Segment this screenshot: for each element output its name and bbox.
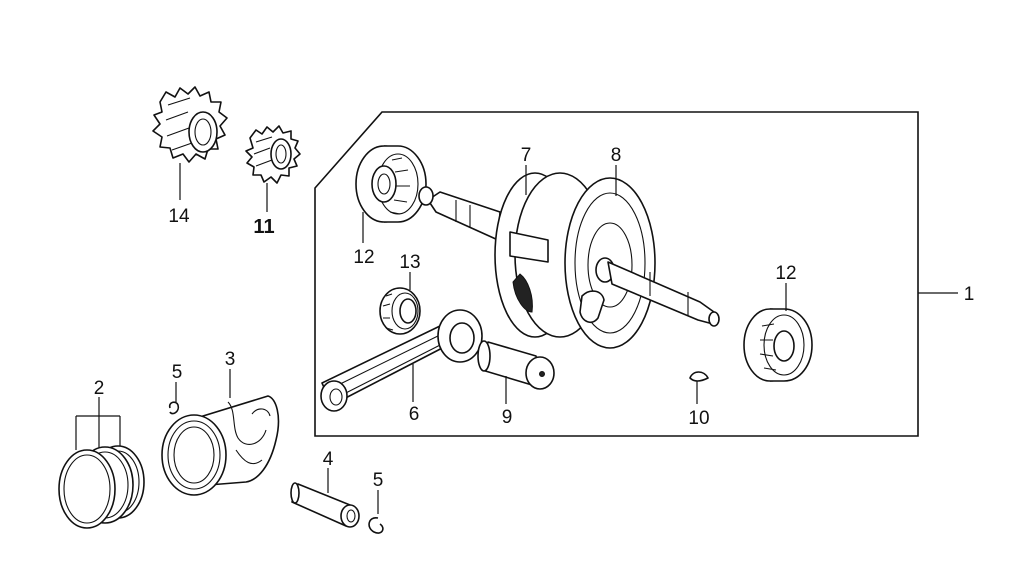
bearing-left — [355, 145, 427, 243]
label-11: 11 — [253, 216, 274, 238]
label-4: 4 — [323, 449, 334, 470]
needle-bearing — [379, 272, 421, 335]
bearing-right — [743, 283, 813, 382]
key — [689, 371, 709, 404]
label-14: 14 — [168, 206, 190, 227]
connecting-rod — [320, 309, 483, 412]
label-6: 6 — [409, 404, 420, 425]
label-10: 10 — [688, 408, 709, 429]
label-12-right: 12 — [775, 263, 796, 284]
piston — [161, 369, 280, 496]
piston-pin — [290, 468, 360, 528]
label-13: 13 — [399, 252, 420, 273]
clip-lower — [368, 490, 384, 534]
label-7: 7 — [521, 145, 532, 166]
label-5-upper: 5 — [172, 362, 183, 383]
gear-small — [245, 125, 301, 212]
crankshaft — [418, 165, 720, 349]
assembly-frame — [314, 111, 919, 437]
label-9: 9 — [502, 407, 513, 428]
gear-large — [152, 86, 228, 200]
label-2: 2 — [94, 378, 105, 399]
label-3: 3 — [225, 349, 236, 370]
label-1: 1 — [964, 284, 975, 305]
label-5-lower: 5 — [373, 470, 384, 491]
crank-pin — [477, 340, 555, 404]
label-8: 8 — [611, 145, 622, 166]
piston-rings — [58, 397, 145, 529]
clip-upper — [168, 382, 180, 415]
label-12-left: 12 — [353, 247, 374, 268]
